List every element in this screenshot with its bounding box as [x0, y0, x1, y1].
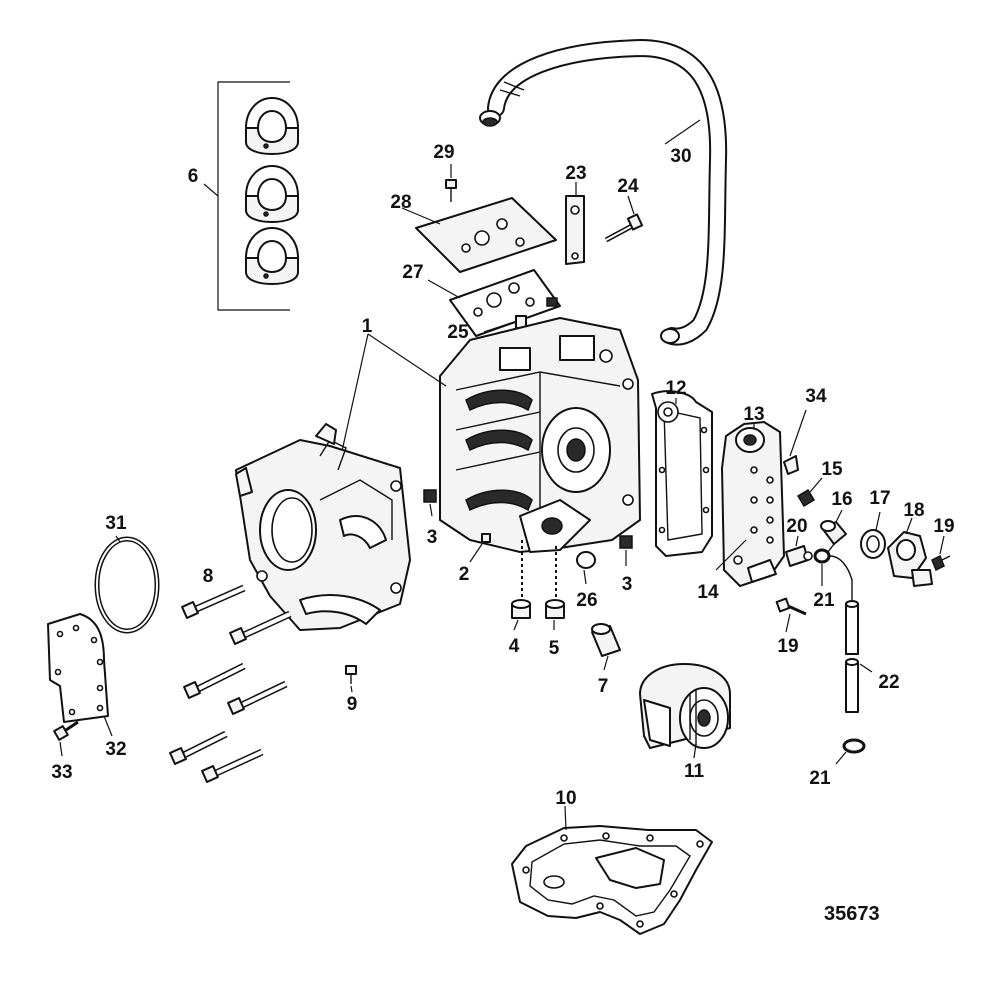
gasket-10 — [511, 805, 713, 935]
plug-15 — [796, 477, 823, 508]
callout-5: 5 — [549, 638, 560, 659]
hose-22 — [845, 600, 873, 713]
fitting-20 — [785, 535, 813, 567]
callout-29: 29 — [433, 142, 454, 163]
callout-13: 13 — [743, 404, 764, 425]
cover-13 — [715, 421, 785, 587]
callout-6: 6 — [188, 166, 199, 187]
screw-19-right — [931, 535, 951, 572]
gasket-12 — [651, 390, 713, 557]
callout-33: 33 — [51, 762, 72, 783]
clip-34 — [783, 409, 807, 475]
screw-9 — [345, 665, 357, 693]
callout-26: 26 — [576, 590, 597, 611]
callout-25: 25 — [447, 322, 469, 343]
plate-32 — [47, 613, 113, 737]
screw-29 — [445, 164, 457, 202]
dowel-pins — [521, 540, 557, 604]
clamp-21-upper — [813, 548, 853, 604]
nut-3-left — [423, 489, 437, 517]
callout-17: 17 — [869, 488, 890, 509]
callout-labels: 1 2 3 3 4 5 6 7 8 9 10 11 12 13 14 15 16… — [51, 142, 954, 809]
callout-12: 12 — [665, 378, 686, 399]
callout-11: 11 — [684, 761, 705, 782]
main-bearing — [245, 165, 299, 223]
fitting-16 — [820, 509, 847, 553]
screw-2 — [469, 533, 491, 563]
cover-bolt — [227, 680, 288, 715]
callout-23: 23 — [565, 163, 586, 184]
callout-21: 21 — [809, 768, 831, 789]
main-bearing — [245, 97, 299, 155]
cover-bolt — [229, 610, 292, 645]
callout-9: 9 — [347, 694, 358, 715]
cover-bolt — [169, 730, 228, 765]
vent-hose — [479, 38, 728, 346]
callout-15: 15 — [821, 459, 843, 480]
clamp-21-lower — [835, 738, 866, 765]
callout-20: 20 — [786, 516, 807, 537]
callout-31: 31 — [105, 513, 127, 534]
callout-7: 7 — [598, 676, 609, 697]
fitting-7 — [591, 623, 621, 671]
main-bearing-group — [203, 81, 299, 311]
cover-bolt — [183, 662, 246, 699]
cover-plate-28 — [401, 197, 557, 273]
callout-1: 1 — [362, 316, 373, 337]
cover-bolt — [201, 748, 264, 783]
plug-26 — [576, 551, 596, 585]
callout-8: 8 — [203, 566, 214, 587]
callout-19: 19 — [777, 636, 798, 657]
callout-28: 28 — [390, 192, 411, 213]
callout-34: 34 — [805, 386, 827, 407]
crankcase-cover — [235, 423, 411, 631]
screw-19-left — [775, 597, 807, 633]
figure-number: 35673 — [824, 903, 880, 925]
callout-16: 16 — [831, 489, 852, 510]
main-bearing — [245, 227, 299, 285]
bracket-23 — [565, 182, 585, 265]
callout-21: 21 — [813, 590, 835, 611]
callout-10: 10 — [555, 788, 576, 809]
gasket-27 — [427, 269, 561, 337]
callout-32: 32 — [105, 739, 126, 760]
oil-filter-11 — [639, 663, 731, 759]
callout-4: 4 — [509, 636, 520, 657]
callout-14: 14 — [697, 582, 719, 603]
callout-2: 2 — [459, 564, 470, 585]
callout-18: 18 — [903, 500, 924, 521]
cover-bolt — [181, 584, 246, 619]
sleeve-5 — [545, 599, 565, 630]
callout-19: 19 — [933, 516, 954, 537]
o-ring-31 — [94, 535, 160, 634]
thermostat-cover-18 — [887, 517, 933, 587]
sleeve-4 — [511, 599, 531, 631]
callout-3: 3 — [427, 527, 438, 548]
nut-3-right — [619, 535, 633, 566]
callout-22: 22 — [878, 672, 899, 693]
cylinder-block — [339, 317, 641, 553]
bolt-24 — [604, 195, 644, 243]
callout-27: 27 — [402, 262, 423, 283]
callout-3: 3 — [622, 574, 633, 595]
callout-30: 30 — [670, 146, 691, 167]
screw-33 — [53, 720, 79, 757]
callout-24: 24 — [617, 176, 639, 197]
gasket-17 — [860, 511, 886, 559]
